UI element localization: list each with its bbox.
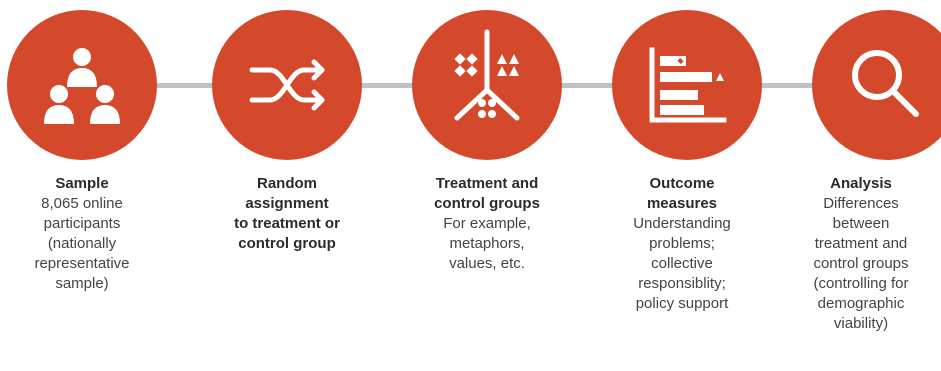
title-line: Random [257, 175, 317, 192]
description-line: For example, [443, 215, 531, 232]
description-line: demographic [817, 295, 905, 312]
description-line: metaphors, [449, 235, 525, 252]
step-treatment-control-circle [412, 10, 562, 160]
description-line: Differences [823, 195, 899, 212]
step-random-assignment-circle [212, 10, 362, 160]
description-line: control groups [813, 255, 909, 272]
description-line: collective [651, 255, 713, 272]
connector-line [560, 83, 615, 88]
description-line: (nationally [47, 235, 117, 252]
shuffle-icon [249, 59, 325, 111]
description-line: viability) [833, 315, 889, 332]
title-line: control group [238, 235, 336, 252]
description-line: 8,065 online [41, 195, 123, 212]
description-line: Understanding [633, 215, 731, 232]
description-line: sample) [55, 275, 109, 292]
step-title: Sample [55, 175, 109, 192]
step-title: Random assignment to treatment or contro… [207, 174, 367, 254]
description-line: policy support [635, 295, 729, 312]
step-outcome-measures-circle [612, 10, 762, 160]
connector-line [760, 83, 814, 88]
description-line: between [832, 215, 890, 232]
step-outcome-measures-text: Outcome measures Understanding problems;… [602, 174, 762, 314]
step-analysis-circle [812, 10, 941, 160]
step-description: For example, metaphors, values, etc. [407, 214, 567, 274]
description-line: (controlling for [813, 275, 909, 292]
step-title: Analysis [830, 175, 892, 192]
description-line: participants [43, 215, 121, 232]
step-description: Understanding problems; collective respo… [602, 214, 762, 314]
title-line: to treatment or [234, 215, 340, 232]
step-sample-text: Sample 8,065 online participants (nation… [2, 174, 162, 294]
step-treatment-control-text: Treatment and control groups For example… [407, 174, 567, 274]
connector-line [360, 83, 414, 88]
title-line: assignment [245, 195, 329, 212]
title-line: Outcome [649, 175, 715, 192]
description-line: representative [34, 255, 130, 272]
step-sample-circle [7, 10, 157, 160]
description-line: responsiblity; [638, 275, 726, 292]
title-line: measures [646, 195, 718, 212]
step-random-assignment-text: Random assignment to treatment or contro… [207, 174, 367, 254]
magnifier-icon [852, 50, 919, 117]
bar-chart-icon [649, 47, 727, 123]
description-line: problems; [649, 235, 715, 252]
title-line: control groups [434, 195, 540, 212]
connector-line [155, 83, 213, 88]
step-description: 8,065 online participants (nationally re… [2, 194, 162, 294]
step-analysis-text: Analysis Differences between treatment a… [781, 174, 941, 334]
branching-groups-icon [454, 29, 520, 121]
description-line: treatment and [814, 235, 908, 252]
description-line: values, etc. [449, 255, 525, 272]
step-description: Differences between treatment and contro… [781, 194, 941, 334]
step-title: Treatment and control groups [407, 174, 567, 214]
title-line: Treatment and [435, 175, 539, 192]
people-group-icon [44, 48, 120, 124]
step-title: Outcome measures [602, 174, 762, 214]
